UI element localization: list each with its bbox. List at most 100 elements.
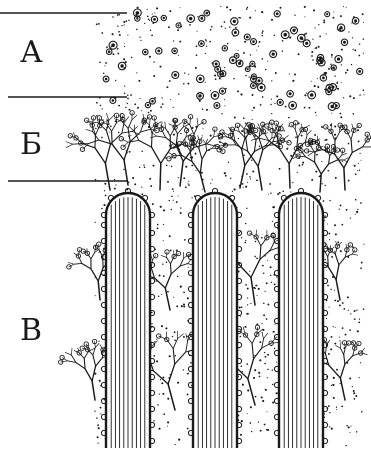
- stipple-dot: [358, 377, 359, 378]
- stipple-dot: [319, 176, 320, 177]
- stipple-dot: [329, 426, 330, 427]
- stipple-dot: [311, 55, 313, 57]
- stipple-dot: [334, 134, 336, 136]
- fiber-segment: [68, 262, 74, 264]
- stipple-dot: [157, 227, 159, 229]
- stipple-dot: [363, 94, 364, 95]
- stipple-dot: [224, 67, 225, 68]
- stipple-dot: [328, 68, 330, 70]
- stipple-dot: [118, 31, 120, 33]
- stipple-dot: [173, 200, 174, 201]
- stipple-dot: [318, 46, 320, 48]
- stipple-dot: [179, 7, 180, 8]
- stipple-dot: [177, 382, 179, 384]
- stipple-dot: [238, 138, 239, 139]
- stipple-dot: [265, 356, 267, 358]
- stipple-dot: [317, 86, 319, 88]
- stipple-dot: [318, 24, 319, 25]
- stipple-dot: [337, 300, 339, 302]
- cell-core: [136, 11, 140, 15]
- stipple-dot: [324, 72, 326, 74]
- stipple-dot: [262, 329, 264, 331]
- stipple-dot: [333, 11, 334, 12]
- fiber-segment: [151, 260, 152, 267]
- stipple-dot: [166, 262, 168, 264]
- stipple-dot: [363, 38, 365, 40]
- stipple-dot: [279, 168, 281, 170]
- stipple-dot: [141, 186, 142, 187]
- stipple-dot: [170, 99, 171, 100]
- stipple-dot: [337, 241, 339, 243]
- stipple-dot: [345, 334, 347, 336]
- cell-core: [200, 42, 203, 45]
- stipple-dot: [357, 209, 358, 210]
- stipple-dot: [259, 41, 261, 43]
- stipple-dot: [196, 45, 198, 47]
- cell-core: [337, 58, 340, 61]
- stipple-dot: [334, 251, 335, 252]
- stipple-dot: [256, 179, 258, 181]
- stipple-dot: [274, 283, 276, 285]
- stipple-dot: [360, 267, 362, 269]
- stipple-dot: [247, 7, 249, 9]
- cell-core: [246, 36, 249, 39]
- cell-core: [174, 73, 177, 76]
- stipple-dot: [205, 82, 206, 83]
- fiber-segment: [336, 346, 341, 348]
- fiber-segment: [254, 140, 256, 152]
- stipple-dot: [127, 95, 129, 97]
- cell-core: [233, 20, 236, 23]
- stipple-dot: [163, 413, 165, 415]
- fiber-segment: [168, 364, 175, 384]
- stipple-dot: [229, 9, 231, 11]
- cell-core: [279, 101, 282, 104]
- stipple-dot: [147, 15, 149, 17]
- stipple-dot: [244, 41, 246, 43]
- stipple-dot: [97, 436, 99, 438]
- stipple-dot: [125, 20, 127, 22]
- stipple-dot: [334, 75, 335, 76]
- stipple-dot: [267, 377, 268, 378]
- stipple-dot: [261, 11, 263, 13]
- stipple-dot: [340, 113, 342, 115]
- stipple-dot: [292, 80, 294, 82]
- stipple-dot: [97, 424, 99, 426]
- stipple-dot: [314, 27, 315, 28]
- stipple-dot: [333, 17, 335, 19]
- cell-core: [252, 40, 255, 43]
- fiber-segment: [346, 244, 347, 250]
- fiber-segment: [251, 259, 260, 277]
- cell-core: [215, 63, 218, 66]
- stipple-dot: [205, 39, 207, 41]
- stipple-dot: [99, 61, 101, 63]
- stipple-dot: [356, 310, 357, 311]
- stipple-dot: [241, 366, 243, 368]
- stipple-dot: [264, 352, 265, 353]
- fiber-segment: [82, 263, 91, 269]
- stipple-dot: [260, 430, 262, 432]
- stipple-dot: [224, 105, 225, 106]
- stipple-dot: [256, 50, 257, 51]
- stipple-dot: [337, 88, 339, 90]
- stipple-dot: [123, 24, 124, 25]
- fiber-segment: [178, 334, 184, 339]
- stipple-dot: [245, 186, 247, 188]
- stipple-dot: [276, 362, 277, 363]
- fiber-segment: [180, 161, 183, 186]
- fiber-segment: [260, 246, 261, 259]
- cell-core: [105, 78, 108, 81]
- stipple-dot: [177, 276, 179, 278]
- fiber-segment: [175, 352, 186, 364]
- stipple-dot: [244, 155, 245, 156]
- fiber-segment: [91, 253, 95, 259]
- stipple-dot: [250, 54, 251, 55]
- stipple-dot: [141, 110, 142, 111]
- stipple-dot: [339, 340, 340, 341]
- stipple-dot: [154, 12, 155, 13]
- stipple-dot: [148, 18, 150, 20]
- stipple-dot: [221, 113, 222, 114]
- stipple-dot: [105, 195, 107, 197]
- fiber-segment: [352, 147, 362, 153]
- stipple-dot: [308, 125, 309, 126]
- stipple-dot: [105, 62, 107, 64]
